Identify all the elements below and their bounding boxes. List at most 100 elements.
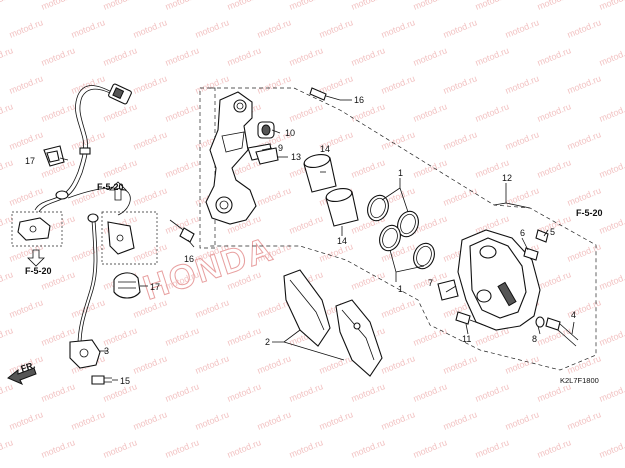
watermark-text: motod.ru — [536, 0, 573, 12]
watermark-text: motod.ru — [504, 73, 541, 96]
watermark-text: motod.ru — [132, 185, 169, 208]
watermark-text: motod.ru — [40, 0, 77, 12]
watermark-text: motod.ru — [412, 157, 449, 180]
watermark-text: motod.ru — [70, 73, 107, 96]
watermark-text: motod.ru — [350, 381, 387, 404]
caliper-body-12 — [457, 229, 541, 331]
watermark-text: motod.ru — [256, 73, 293, 96]
ref-f-5-20-left: F-5-20 — [25, 266, 52, 276]
clamp-17-upper — [43, 145, 65, 167]
watermark-text: motod.ru — [132, 241, 169, 264]
watermark-text: motod.ru — [0, 437, 14, 460]
watermark-text: motod.ru — [164, 157, 201, 180]
pad-spring-7 — [437, 279, 459, 301]
watermark-text: motod.ru — [566, 185, 603, 208]
watermark-text: motod.ru — [164, 45, 201, 68]
watermark-text: motod.ru — [566, 73, 603, 96]
watermark-text: motod.ru — [566, 353, 603, 376]
watermark-text: motod.ru — [102, 101, 139, 124]
callout-14-upper: 14 — [320, 144, 330, 154]
callout-17-lower: 17 — [150, 282, 160, 292]
watermark-text: motod.ru — [8, 185, 45, 208]
watermark-text: motod.ru — [566, 241, 603, 264]
watermark-text: motod.ru — [288, 0, 325, 12]
watermark-text: motod.ru — [442, 353, 479, 376]
watermark-text: motod.ru — [0, 269, 14, 292]
watermark-text: motod.ru — [442, 73, 479, 96]
callout-2: 2 — [265, 337, 270, 347]
watermark-text: motod.ru — [40, 101, 77, 124]
watermark-text: motod.ru — [504, 185, 541, 208]
callout-13: 13 — [291, 152, 301, 162]
leader-lines — [59, 99, 575, 381]
watermark-text: motod.ru — [102, 325, 139, 348]
watermark-text: motod.ru — [256, 409, 293, 432]
watermark-text: motod.ru — [256, 185, 293, 208]
watermark-text: motod.ru — [536, 157, 573, 180]
watermark-text: motod.ru — [566, 129, 603, 152]
piston-14-lower — [325, 187, 359, 227]
watermark-text: motod.ru — [598, 45, 625, 68]
wire-clip — [79, 147, 91, 155]
brake-pads-2 — [283, 269, 383, 377]
watermark-text: motod.ru — [598, 437, 625, 460]
watermark-text: motod.ru — [412, 381, 449, 404]
watermark-text: motod.ru — [0, 325, 14, 348]
watermark-text: motod.ru — [288, 45, 325, 68]
watermark-text: motod.ru — [474, 45, 511, 68]
watermark-text: motod.ru — [288, 437, 325, 460]
watermark-text: motod.ru — [442, 129, 479, 152]
detail-box-left — [11, 211, 63, 247]
watermark-text: motod.ru — [256, 17, 293, 40]
watermark-text: motod.ru — [102, 45, 139, 68]
watermark-text: motod.ru — [0, 213, 14, 236]
ref-arrow-down — [27, 249, 45, 267]
watermark-text: motod.ru — [0, 157, 14, 180]
callout-17-upper: 17 — [25, 156, 35, 166]
callout-10: 10 — [285, 128, 295, 138]
watermark-text: motod.ru — [102, 157, 139, 180]
watermark-text: motod.ru — [536, 45, 573, 68]
callout-16-lower: 16 — [184, 254, 194, 264]
cap-5 — [535, 229, 549, 243]
bolt-4 — [545, 317, 579, 347]
watermark-text: motod.ru — [412, 45, 449, 68]
callout-3: 3 — [104, 346, 109, 356]
watermark-text: motod.ru — [132, 409, 169, 432]
clamp-17-lower — [113, 272, 141, 299]
watermark-text: motod.ru — [380, 353, 417, 376]
watermark-text: motod.ru — [598, 269, 625, 292]
watermark-text: motod.ru — [8, 73, 45, 96]
watermark-text: motod.ru — [318, 409, 355, 432]
watermark-text: motod.ru — [380, 17, 417, 40]
watermark-text: motod.ru — [70, 409, 107, 432]
watermark-text: motod.ru — [194, 409, 231, 432]
watermark-text: motod.ru — [598, 0, 625, 12]
watermark-text: motod.ru — [536, 101, 573, 124]
callout-8: 8 — [532, 334, 537, 344]
bolt-15 — [91, 375, 112, 385]
watermark-text: motod.ru — [288, 381, 325, 404]
watermark-text: motod.ru — [164, 0, 201, 12]
watermark-text: motod.ru — [132, 353, 169, 376]
watermark-text: motod.ru — [194, 297, 231, 320]
watermark-text: motod.ru — [380, 409, 417, 432]
watermark-text: motod.ru — [412, 437, 449, 460]
watermark-text: motod.ru — [350, 45, 387, 68]
watermark-text: motod.ru — [102, 0, 139, 12]
piston-seals-1 — [367, 194, 435, 270]
watermark-text: motod.ru — [0, 381, 14, 404]
watermark-text: motod.ru — [504, 129, 541, 152]
callout-4: 4 — [571, 310, 576, 320]
watermark-text: motod.ru — [598, 381, 625, 404]
watermark-text: motod.ru — [226, 45, 263, 68]
watermark-text: motod.ru — [0, 101, 14, 124]
watermark-text: motod.ru — [536, 437, 573, 460]
caliper-bracket — [205, 91, 257, 225]
watermark-text: motod.ru — [226, 381, 263, 404]
watermark-text: motod.ru — [412, 101, 449, 124]
callout-11: 11 — [462, 334, 471, 344]
watermark-text: motod.ru — [380, 297, 417, 320]
